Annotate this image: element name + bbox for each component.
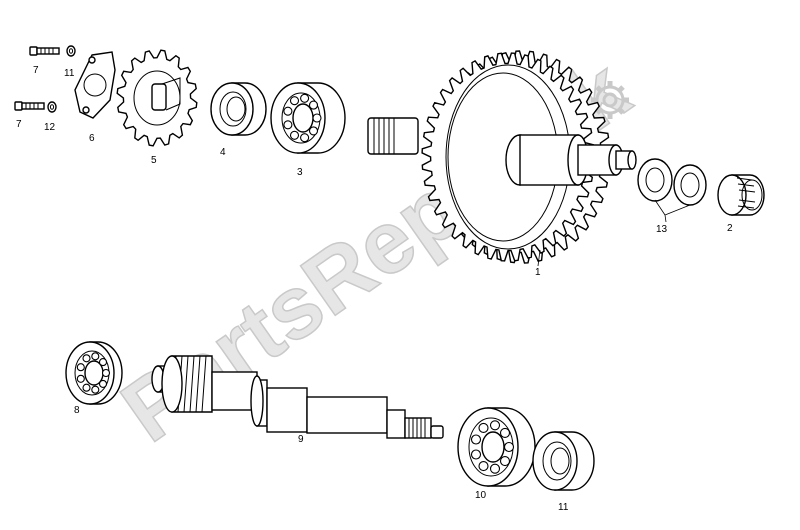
bearing-ball: [300, 93, 310, 103]
bearing-ball: [499, 456, 511, 467]
ball-bearing-8: [65, 341, 123, 405]
label-7-upper: 7: [33, 65, 39, 76]
bearing-ball: [499, 427, 511, 438]
bearing-ball: [470, 449, 482, 460]
bearing-ball: [82, 354, 91, 363]
bearing-ball: [101, 368, 111, 378]
bearing-ball: [300, 133, 310, 143]
needle-bearing: [717, 174, 765, 216]
ball-bearing-3: [270, 82, 346, 154]
bearing-ball: [283, 106, 293, 116]
gear-watermark-icon: [591, 81, 629, 119]
oil-seal: [210, 82, 267, 136]
oil-seal-11: [532, 431, 595, 491]
bearing-ball: [308, 126, 319, 136]
pinion-shaft: [151, 355, 444, 439]
label-7-lower: 7: [16, 119, 22, 130]
label-11: 11: [558, 502, 569, 513]
lock-plate: [74, 51, 116, 119]
bolt-upper: [29, 46, 60, 56]
bearing-ball: [82, 383, 91, 392]
spacer-rings: [637, 158, 707, 206]
label-9: 9: [298, 434, 304, 445]
bearing-ball: [76, 374, 85, 383]
bearing-ball: [76, 363, 85, 372]
large-gear: [367, 50, 637, 264]
ball-bearing-10: [457, 407, 536, 487]
bearing-ball: [289, 130, 300, 140]
label-1: 1: [535, 267, 541, 278]
label-3: 3: [297, 167, 303, 178]
label-6: 6: [89, 133, 95, 144]
label-12-lower: 12: [44, 122, 56, 133]
bearing-ball: [308, 100, 319, 110]
washer-upper: [66, 45, 76, 57]
bearing-ball: [283, 120, 293, 130]
washer-lower: [47, 101, 57, 113]
label-13: 13: [656, 224, 668, 235]
bearing-ball: [98, 358, 108, 367]
bearing-ball: [312, 113, 322, 123]
bearing-ball: [478, 422, 489, 433]
bearing-ball: [98, 379, 108, 388]
label-5: 5: [151, 155, 157, 166]
bearing-ball: [91, 385, 100, 394]
label-2: 2: [727, 223, 733, 234]
bearing-ball: [503, 441, 515, 453]
bearing-ball: [489, 463, 501, 474]
bearing-ball: [489, 420, 501, 431]
label-8: 8: [74, 405, 80, 416]
label-4: 4: [220, 147, 226, 158]
sprocket: [116, 49, 198, 147]
part-labels: 7 11 7 12 6 5 4 3 1 13 2 8 9 10 11: [16, 65, 733, 513]
label-10: 10: [475, 490, 487, 501]
bearing-ball: [289, 96, 300, 106]
bearing-ball: [91, 352, 100, 361]
bearing-ball: [470, 434, 482, 445]
bearing-ball: [478, 461, 489, 472]
leader-lines: [537, 199, 691, 267]
label-12-upper: 11: [64, 68, 75, 79]
bolt-lower: [14, 101, 45, 111]
